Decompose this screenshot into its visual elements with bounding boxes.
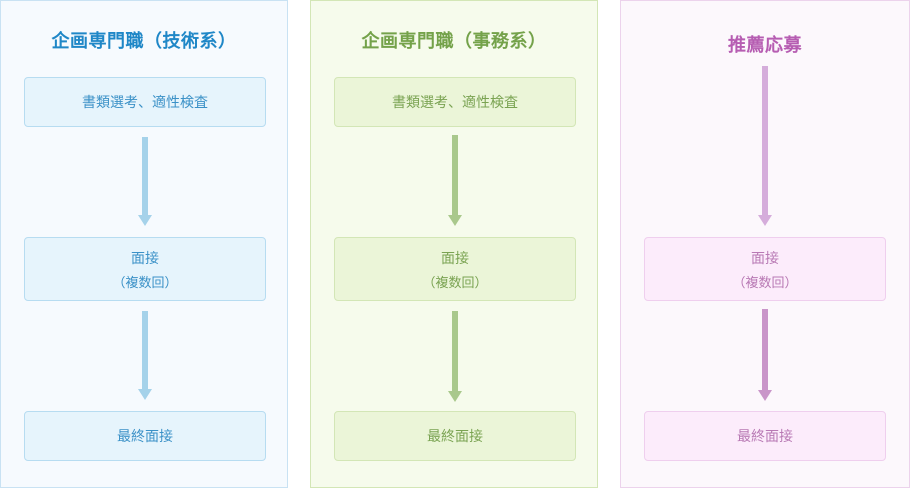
arrow-down (138, 137, 152, 226)
step-label: 書類選考、適性検査 (392, 95, 518, 111)
step-label: 書類選考、適性検査 (82, 95, 208, 111)
step-final-interview: 最終面接 (644, 411, 886, 461)
step-interview: 面接 （複数回） (644, 237, 886, 301)
step-document-screening: 書類選考、適性検査 (334, 77, 576, 127)
step-sublabel: （複数回） (732, 275, 798, 291)
arrow-down (448, 311, 462, 402)
step-final-interview: 最終面接 (334, 411, 576, 461)
step-label: 面接 (751, 250, 779, 267)
column-title: 企画専門職（事務系） (361, 31, 547, 52)
step-label: 面接 (441, 250, 469, 267)
step-sublabel: （複数回） (422, 275, 488, 291)
arrow-down (448, 135, 462, 226)
arrow-down (758, 309, 772, 401)
column-administrative: 企画専門職（事務系） 書類選考、適性検査 面接 （複数回） 最終面接 (310, 0, 598, 488)
step-interview: 面接 （複数回） (24, 237, 266, 301)
arrow-down (138, 311, 152, 400)
step-label: 面接 (131, 250, 159, 267)
step-label: 最終面接 (427, 429, 483, 445)
column-technical: 企画専門職（技術系） 書類選考、適性検査 面接 （複数回） 最終面接 (0, 0, 288, 488)
column-title: 推薦応募 (728, 35, 802, 56)
column-title: 企画専門職（技術系） (51, 31, 237, 52)
step-interview: 面接 （複数回） (334, 237, 576, 301)
step-label: 最終面接 (737, 429, 793, 445)
step-label: 最終面接 (117, 429, 173, 445)
step-document-screening: 書類選考、適性検査 (24, 77, 266, 127)
step-final-interview: 最終面接 (24, 411, 266, 461)
column-recommendation: 推薦応募 面接 （複数回） 最終面接 (620, 0, 910, 488)
arrow-down (758, 66, 772, 226)
step-sublabel: （複数回） (112, 275, 178, 291)
